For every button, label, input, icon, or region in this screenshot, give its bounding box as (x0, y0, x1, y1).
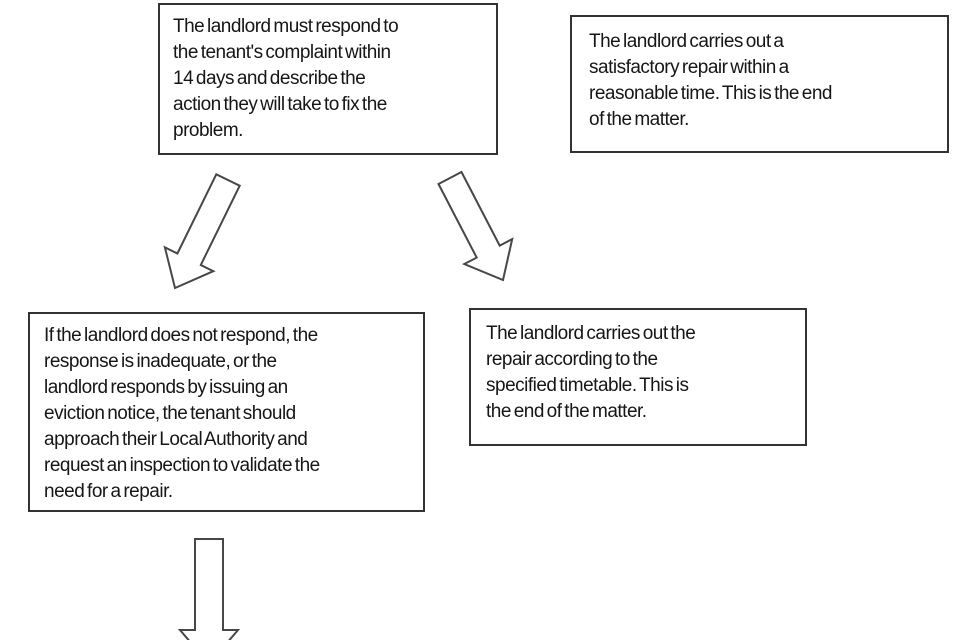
box-repair-per-timetable-end: The landlord carries out the repair acco… (469, 308, 807, 446)
box-landlord-must-respond-text: The landlord must respond to the tenant'… (173, 16, 399, 141)
box-satisfactory-repair-end-text: The landlord carries out a satisfactory … (589, 31, 832, 130)
box-landlord-no-response: If the landlord does not respond, the re… (28, 312, 425, 512)
arrow-down-left-icon (163, 172, 242, 290)
box-repair-per-timetable-end-text: The landlord carries out the repair acco… (486, 323, 696, 422)
arrow-down-icon (177, 538, 241, 640)
arrow-down-right-icon (437, 170, 514, 282)
box-landlord-no-response-text: If the landlord does not respond, the re… (44, 325, 320, 502)
box-satisfactory-repair-end: The landlord carries out a satisfactory … (570, 15, 949, 153)
box-landlord-must-respond: The landlord must respond to the tenant'… (158, 3, 498, 155)
